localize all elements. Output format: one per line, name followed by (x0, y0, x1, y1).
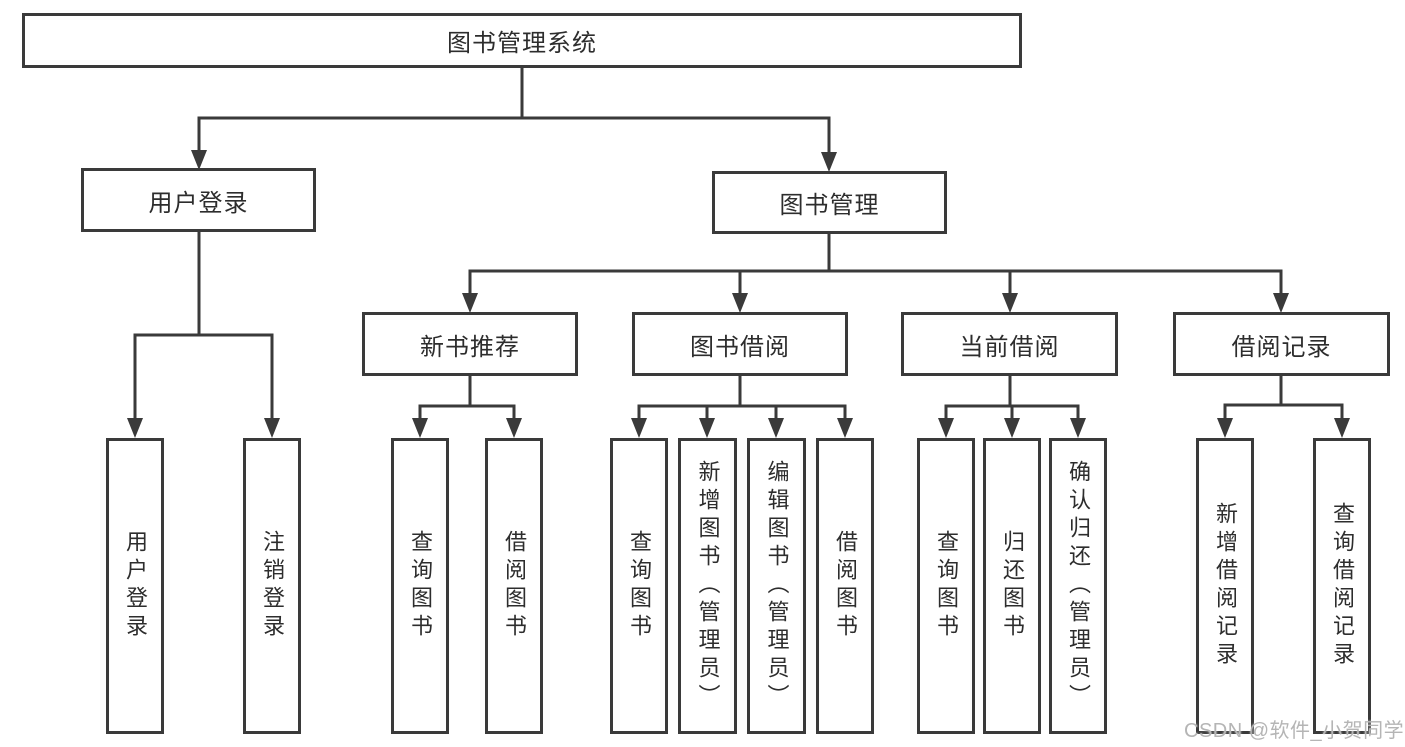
node-book-borrowing: 图书借阅 (632, 312, 848, 376)
node-label: 新增借阅记录 (1213, 502, 1238, 670)
node-new-book-recommend: 新书推荐 (362, 312, 578, 376)
node-label: 编辑图书（管理员） (764, 460, 790, 712)
node-label: 新增图书（管理员） (695, 460, 721, 712)
leaf-confirm-return-admin: 确认归还（管理员） (1049, 438, 1107, 734)
node-label: 查询图书 (627, 530, 652, 642)
node-label: 当前借阅 (959, 333, 1060, 361)
leaf-borrow-book-recommend: 借阅图书 (485, 438, 543, 734)
connector-newbook-leaves (412, 374, 522, 438)
node-label: 图书借阅 (690, 333, 790, 361)
node-label: 借阅图书 (502, 530, 527, 642)
leaf-borrow-book: 借阅图书 (816, 438, 874, 734)
leaf-query-book-recommend: 查询图书 (391, 438, 449, 734)
node-label: 确认归还（管理员） (1066, 460, 1091, 712)
connector-borrow-leaves (631, 374, 853, 438)
connector-root-to-branches (191, 66, 837, 172)
leaf-add-book-admin: 新增图书（管理员） (678, 438, 737, 734)
node-user-login-branch: 用户登录 (81, 168, 316, 232)
leaf-return-book: 归还图书 (983, 438, 1041, 734)
node-label: 注销登录 (260, 530, 285, 642)
leaf-edit-book-admin: 编辑图书（管理员） (747, 438, 806, 734)
node-label: 图书管理 (779, 192, 880, 219)
node-label: 用户登录 (148, 189, 249, 217)
node-borrowing-records: 借阅记录 (1173, 312, 1390, 376)
node-label: 图书管理系统 (447, 30, 597, 57)
node-label: 借阅记录 (1231, 333, 1332, 361)
node-root-system: 图书管理系统 (22, 13, 1022, 68)
csdn-watermark: CSDN @软件_小贺同学 (1184, 720, 1405, 742)
leaf-user-login: 用户登录 (106, 438, 164, 734)
leaf-logout: 注销登录 (243, 438, 301, 734)
connector-current-leaves (938, 374, 1086, 438)
node-label: 查询图书 (408, 530, 433, 642)
node-label: 查询借阅记录 (1330, 502, 1355, 670)
node-label: 新书推荐 (420, 333, 520, 361)
connector-bookmgmt-to-sections (462, 232, 1289, 313)
connector-userlogin-leaves (127, 230, 280, 438)
leaf-query-book-borrowing: 查询图书 (610, 438, 668, 734)
node-book-management-branch: 图书管理 (712, 171, 947, 234)
node-current-borrowing: 当前借阅 (901, 312, 1118, 376)
leaf-add-borrow-record: 新增借阅记录 (1196, 438, 1254, 734)
node-label: 查询图书 (934, 530, 959, 642)
node-label: 归还图书 (1000, 530, 1025, 642)
node-label: 借阅图书 (833, 530, 858, 642)
leaf-query-book-current: 查询图书 (917, 438, 975, 734)
leaf-query-borrow-record: 查询借阅记录 (1313, 438, 1371, 734)
connector-records-leaves (1217, 374, 1350, 438)
node-label: 用户登录 (123, 530, 148, 642)
